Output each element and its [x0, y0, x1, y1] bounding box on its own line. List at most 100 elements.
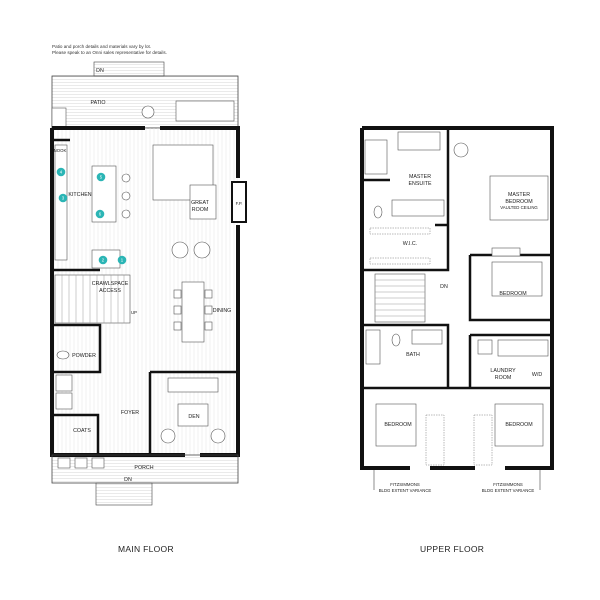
powder-label: POWDER — [72, 353, 96, 359]
great-room-label-1: GREAT — [191, 200, 210, 206]
variance-left-label-1: FITZSIMMONS — [390, 482, 420, 487]
bedroom-left-bed — [375, 403, 417, 447]
appliance-marker-3 — [58, 193, 68, 203]
den-chair — [160, 428, 176, 444]
crawlspace-label-1: CRAWLSPACE — [92, 281, 129, 287]
appliance-marker-1-text: 1 — [121, 258, 124, 263]
master-bench — [491, 247, 521, 257]
coats-label: COATS — [73, 428, 91, 434]
bath-label: BATH — [406, 352, 420, 358]
laundry-room-label-1: LAUNDRY — [490, 368, 516, 374]
wic-shelving — [369, 257, 431, 265]
stair-up-label: UP — [131, 310, 137, 315]
kitchen-label: KITCHEN — [68, 192, 91, 198]
upper-floor-caption: UPPER FLOOR — [420, 544, 485, 554]
porch-steps — [95, 482, 153, 506]
patio-steps — [93, 61, 165, 77]
main-floor-plan: DN PATIO NOOK KITCHEN GREAT ROOM F.P. CR… — [50, 61, 247, 506]
bedroom-bed — [491, 261, 543, 297]
washer — [55, 374, 73, 392]
coffee-table — [189, 184, 217, 220]
wic-shelving — [369, 227, 431, 235]
dryer — [55, 392, 73, 410]
ensuite-chair — [453, 142, 469, 158]
kitchen-counter — [54, 144, 68, 261]
variance-right-label-1: FITZSIMMONS — [493, 482, 523, 487]
appliance-marker-2-text: 2 — [102, 258, 105, 263]
appliance-marker-4 — [56, 167, 66, 177]
appliance-marker-6-text: 6 — [99, 212, 102, 217]
porch-label: PORCH — [134, 465, 153, 471]
crawlspace-stair — [54, 274, 131, 324]
bedroom-right-bed — [494, 403, 544, 447]
main-floor-interior-walls — [52, 138, 238, 455]
master-bedroom-label-2: BEDROOM — [505, 199, 532, 205]
patio-down-label: DN — [96, 68, 104, 74]
upper-floor-plan: MASTER ENSUITE MASTER BEDROOM VAULTED CE… — [360, 126, 554, 493]
closet-right — [473, 414, 493, 466]
main-floor-caption: MAIN FLOOR — [118, 544, 174, 554]
patio-chair — [141, 105, 155, 119]
appliance-marker-4-text: 4 — [60, 170, 63, 175]
dining-chairs — [173, 289, 213, 331]
fireplace-label: F.P. — [236, 201, 243, 206]
master-bedroom-label-3: VAULTED CEILING — [500, 205, 538, 210]
upper-stair-treads — [375, 279, 425, 317]
patio-bench — [51, 107, 67, 129]
island-stool — [121, 173, 131, 183]
bedroom-lower-right-label: BEDROOM — [505, 422, 532, 428]
stair-treads — [61, 275, 125, 323]
laundry-room-label-2: ROOM — [495, 375, 511, 381]
bath-tub — [365, 329, 381, 365]
crawlspace-label-2: ACCESS — [99, 288, 121, 294]
armchair — [193, 241, 211, 259]
bath-vanity — [411, 329, 443, 345]
master-bed — [489, 175, 549, 221]
appliance-marker-5-text: 5 — [100, 175, 103, 180]
lot-note-line-2: Please speak to an Onni sales representa… — [52, 50, 167, 55]
ensuite-vanity — [391, 199, 445, 217]
variance-left-label-2: BLDG EXTENT VARIANCE — [379, 488, 432, 493]
den-sofa — [167, 377, 219, 393]
lot-note: Patio and porch details and materials va… — [52, 44, 167, 56]
washer-dryer-label: W/D — [532, 372, 542, 378]
bedroom-right-label: BEDROOM — [499, 291, 526, 297]
dining-label: DINING — [213, 308, 232, 314]
den-table — [177, 403, 209, 427]
appliance-marker-1 — [117, 255, 127, 265]
appliance-marker-5 — [96, 172, 106, 182]
laundry-counter — [497, 339, 549, 357]
closet-left — [425, 414, 445, 466]
island-stool — [121, 209, 131, 219]
porch-chairs — [57, 457, 105, 469]
lot-note-line-1: Patio and porch details and materials va… — [52, 44, 152, 49]
laundry-washer — [477, 339, 493, 355]
wic-label: W.I.C. — [403, 241, 417, 247]
fireplace — [231, 181, 247, 223]
patio-label: PATIO — [90, 100, 105, 106]
armchair — [171, 241, 189, 259]
appliance-marker-3-text: 3 — [62, 196, 65, 201]
foyer-label: FOYER — [121, 410, 139, 416]
bath-toilet — [391, 333, 401, 347]
patio-lounge-sofa — [175, 100, 235, 122]
nook-label: NOOK — [54, 148, 67, 153]
den-chair — [210, 428, 226, 444]
ensuite-tub — [397, 131, 441, 151]
porch-down-label: DN — [124, 477, 132, 483]
ensuite-shower — [364, 139, 388, 175]
main-floor-exterior-wall — [50, 126, 240, 457]
variance-right-label-2: BLDG EXTENT VARIANCE — [482, 488, 535, 493]
den-label: DEN — [188, 414, 199, 420]
dining-table — [181, 281, 205, 343]
upper-stair-down-label: DN — [440, 284, 448, 290]
master-ensuite-label-1: MASTER — [409, 174, 431, 180]
island-stool — [121, 191, 131, 201]
great-room-label-2: ROOM — [192, 207, 208, 213]
appliance-marker-2 — [98, 255, 108, 265]
appliance-marker-6 — [95, 209, 105, 219]
upper-floor-exterior-wall — [360, 126, 554, 470]
powder-toilet — [56, 350, 70, 360]
appliance-markers: 1 2 3 4 5 6 — [56, 167, 127, 265]
